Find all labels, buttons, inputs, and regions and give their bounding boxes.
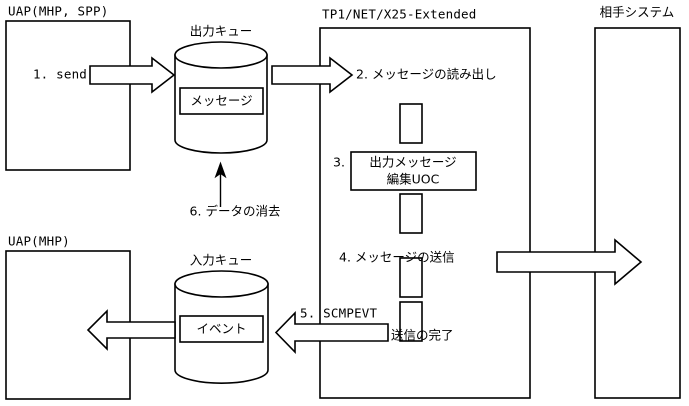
step2-label: 2. メッセージの読み出し: [356, 67, 497, 82]
step3-number-label: 3.: [333, 155, 345, 170]
uap-top-box-title: UAP(MHP, SPP): [8, 4, 108, 19]
step3-uoc-box: [350, 151, 477, 191]
output-queue-label: 出力キュー: [190, 24, 253, 39]
event-delivery-block-arrow: [86, 309, 176, 351]
step1-block-arrow: [89, 56, 176, 94]
tp1-box-title: TP1/NET/X25-Extended: [322, 7, 477, 22]
flow-connector-4: [399, 301, 423, 342]
input-queue-label: 入力キュー: [190, 253, 253, 268]
step4-label: 4. メッセージの送信: [339, 250, 455, 265]
step5-label: 5. SCMPEVT: [300, 306, 378, 321]
tp1-box: [319, 27, 531, 399]
input-queue-item-box: [179, 315, 264, 343]
uap-top-box: [5, 20, 131, 171]
step4-block-arrow: [496, 238, 643, 286]
step6-arrow: [214, 161, 227, 207]
uap-bottom-box-title: UAP(MHP): [8, 234, 70, 249]
step6-label: 6. データの消去: [190, 204, 281, 219]
flow-connector-1: [399, 103, 423, 144]
input-queue-item-label: イベント: [196, 321, 246, 336]
remote-system-box-title: 相手システム: [600, 5, 675, 20]
output-queue-item-box: [179, 87, 264, 115]
flow-connector-2: [399, 193, 423, 234]
remote-system-box: [594, 27, 681, 399]
output-queue-item-label: メッセージ: [190, 93, 252, 108]
step1-label: 1. send: [33, 67, 87, 82]
step3-uoc-line1: 出力メッセージ: [369, 155, 456, 170]
step2-block-arrow: [271, 56, 354, 94]
flow-connector-3: [399, 257, 423, 298]
step5-note-label: 送信の完了: [391, 328, 454, 343]
step5-block-arrow: [274, 311, 389, 354]
step3-uoc-line2: 編集UOC: [387, 172, 440, 187]
